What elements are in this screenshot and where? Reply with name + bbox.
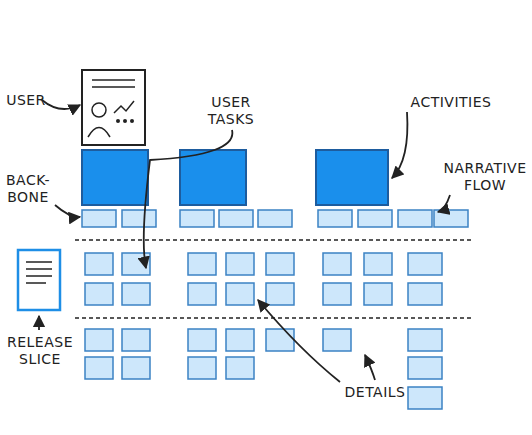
task-box [408,329,442,351]
task-box [358,210,392,227]
dashed-divider [75,239,472,241]
task-box [122,283,150,305]
annotation-label: BACK- BONE [2,172,54,206]
task-box [219,210,253,227]
user-card [82,70,145,145]
annotation-label: RELEASE SLICE [2,334,78,368]
annotation-label: NARRATIVE FLOW [440,160,530,194]
task-box [323,253,351,275]
task-box [188,283,216,305]
task-box [408,283,442,305]
task-box [266,283,294,305]
task-box [408,387,442,409]
annotation-label: USER TASKS [196,94,266,128]
task-box [85,357,113,379]
task-box [188,329,216,351]
task-box [364,283,392,305]
task-box [318,210,352,227]
task-box [85,253,113,275]
task-box [398,210,432,227]
activity-boxes [82,150,388,205]
task-box [226,357,254,379]
task-box [323,329,351,351]
task-box [85,329,113,351]
task-box [408,253,442,275]
task-box [82,210,116,227]
task-box [122,329,150,351]
task-box [180,210,214,227]
task-box [266,329,294,351]
task-box [266,253,294,275]
task-box [85,283,113,305]
task-box [258,210,292,227]
task-box [122,357,150,379]
task-box [226,329,254,351]
annotation-label: ACTIVITIES [396,94,506,111]
annotation-label: DETAILS [330,384,420,401]
leader-arrows [39,100,450,382]
task-box [408,357,442,379]
task-box [188,357,216,379]
task-box [226,283,254,305]
annotation-label: USER [4,92,48,109]
task-box [226,253,254,275]
task-box [364,253,392,275]
task-box [188,253,216,275]
release-doc [18,250,60,310]
task-box [122,210,156,227]
task-box [323,283,351,305]
